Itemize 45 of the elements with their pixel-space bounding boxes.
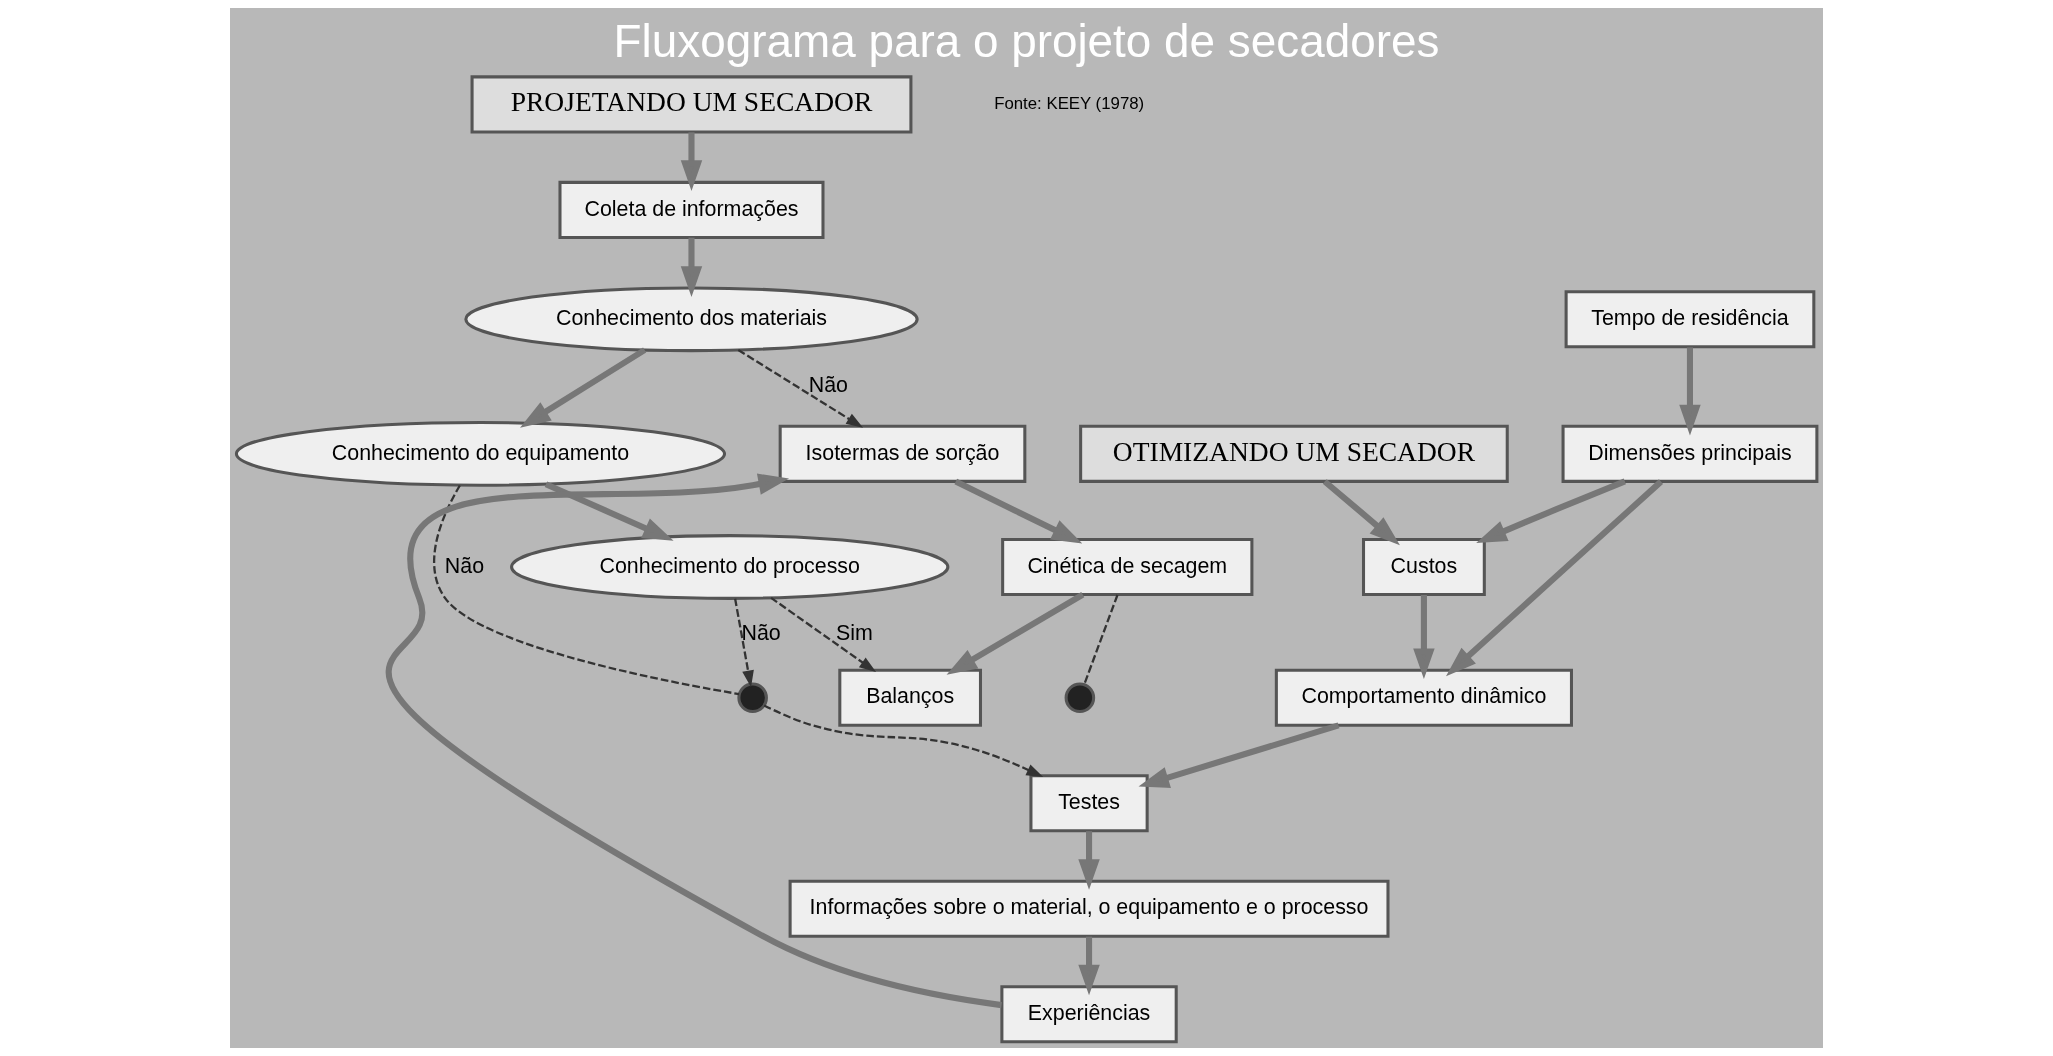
node-box: Experiências	[1000, 985, 1178, 1044]
arrow	[1078, 831, 1100, 890]
label: Fonte: KEEY (1978)	[994, 93, 1145, 113]
node-box: Informações sobre o material, o equipamento e o processo	[788, 879, 1390, 938]
node-box: Coleta de informações	[558, 180, 825, 239]
connector	[433, 484, 740, 696]
diagram-title: Fluxograma para o projeto de secadores	[613, 15, 1440, 68]
edge-label: Não	[808, 373, 848, 398]
arrow	[737, 349, 864, 428]
node-box: Dimensões principais	[1561, 424, 1819, 483]
node-ellipse: Conhecimento do processo	[510, 534, 950, 600]
arrow	[1679, 347, 1701, 436]
arrow	[544, 481, 674, 541]
arrow	[520, 347, 647, 428]
node-box: Custos	[1362, 537, 1486, 597]
edge-label: Não	[741, 620, 781, 645]
arrow	[946, 592, 1085, 675]
node-box: Balanços	[838, 668, 982, 727]
node-box: Cinética de secagem	[1001, 537, 1254, 597]
arrow	[1078, 936, 1100, 996]
edge-label: Não	[444, 553, 485, 578]
arrow	[763, 704, 1044, 778]
arrow	[1138, 722, 1340, 788]
node-circle	[737, 682, 768, 714]
edge-label: Sim	[835, 620, 873, 645]
connector	[1083, 594, 1119, 685]
arrow	[680, 132, 703, 191]
node-box: Comportamento dinâmico	[1274, 668, 1573, 727]
node-box: Testes	[1029, 774, 1149, 833]
arrow	[734, 598, 754, 688]
node-box: OTIMIZANDO UM SECADOR	[1079, 424, 1509, 483]
node-circle	[1064, 682, 1096, 714]
arrow	[386, 473, 1002, 1009]
arrow	[680, 237, 703, 297]
arrow	[1322, 479, 1400, 546]
node-box: Isotermas de sorção	[778, 424, 1027, 483]
arrow	[1446, 479, 1664, 677]
arrow	[770, 596, 877, 673]
node-ellipse: Conhecimento do equipamento	[234, 420, 727, 487]
arrow	[954, 478, 1083, 544]
node-box: Tempo de residência	[1564, 290, 1816, 349]
arrow	[1476, 478, 1626, 544]
arrow	[1413, 595, 1435, 680]
node-box: PROJETANDO UM SECADOR	[470, 75, 913, 134]
node-ellipse: Conhecimento dos materiais	[464, 286, 919, 353]
